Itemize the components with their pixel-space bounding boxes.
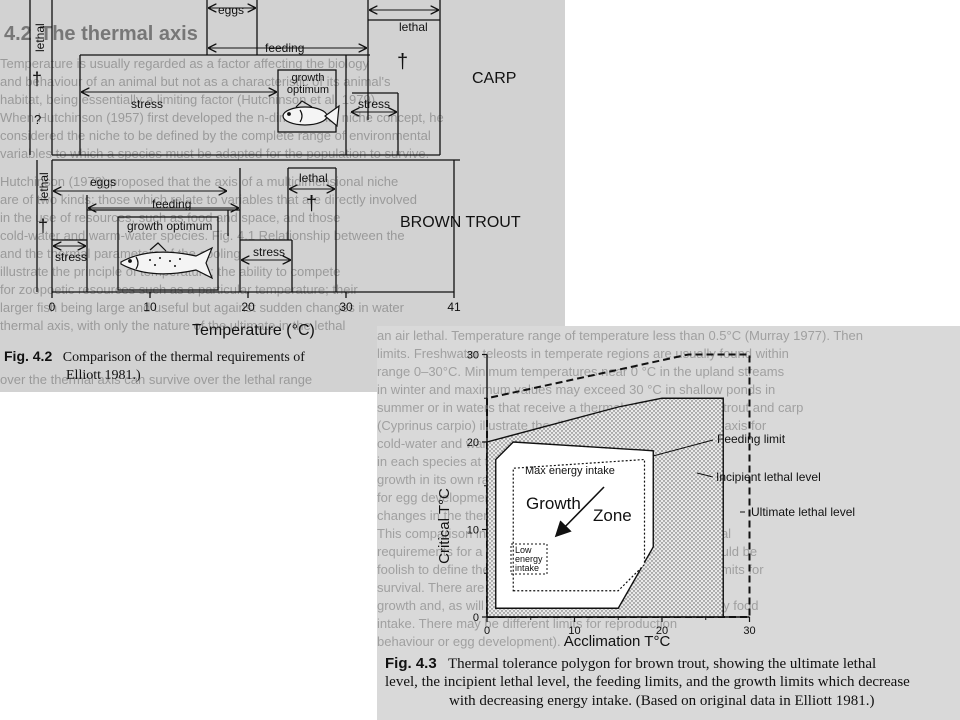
chart-ylabel: Critical T°C (436, 488, 453, 564)
trout-species-label: BROWN TROUT (400, 214, 521, 231)
carp-lethal-low-label: lethal (33, 23, 47, 52)
svg-text:for egg development.: for egg development. (377, 490, 499, 505)
svg-text:intake. There may be different: intake. There may be different limits fo… (377, 616, 677, 631)
carp-species-label: CARP (472, 70, 516, 87)
callout-lines (652, 439, 745, 513)
svg-text:range 0–30°C. Minimum temperat: range 0–30°C. Minimum temperatures near … (377, 364, 785, 379)
axis-tick-10: 10 (143, 300, 157, 314)
trout-lethal-low-label: lethal (37, 172, 51, 201)
axis-tick-20: 20 (241, 300, 255, 314)
y-tick-label-10: 10 (467, 525, 479, 537)
svg-text:Hutchinson (1978) proposed tha: Hutchinson (1978) proposed that the axis… (0, 174, 398, 189)
trout-lethal-high-label: lethal (299, 171, 328, 185)
svg-text:are of two kinds: those which: are of two kinds: those which relate to … (0, 192, 417, 207)
svg-text:Temperature is usually regarde: Temperature is usually regarded as a fac… (0, 56, 370, 71)
axis-label: Temperature (°C) (192, 322, 315, 339)
svg-text:in winter and maximum values m: in winter and maximum values may exceed … (377, 382, 775, 397)
figure-4-2-page: Temperature is usually regarded as a fac… (0, 0, 565, 392)
trout-eggs-label: eggs (90, 175, 116, 189)
fig-4-3-caption-label: Fig. 4.3 (385, 655, 437, 672)
svg-text:over the thermal axis can surv: over the thermal axis can survive over t… (0, 372, 312, 387)
fig-4-3-caption-line1: Thermal tolerance polygon for brown trou… (447, 656, 877, 672)
carp-lethal-high-dagger-icon: † (397, 51, 408, 73)
carp-growth-optimum-label: growth optimum (286, 72, 330, 96)
svg-text:considered the niche to be def: considered the niche to be defined by th… (0, 128, 431, 143)
polygon-growth-limit (512, 458, 646, 592)
fig-4-3-caption-line2: level, the incipient lethal level, the f… (385, 674, 910, 690)
tolerance-polygons (486, 353, 751, 618)
energy-arrow (554, 486, 605, 538)
carp-panel (29, 0, 441, 156)
temperature-axis (51, 291, 455, 298)
carp-arrows (82, 8, 438, 112)
label-max-energy: Max energy intake (525, 465, 615, 477)
carp-lethal-low-dagger-icon: † (32, 69, 42, 89)
axis-tick-0: 0 (49, 300, 56, 314)
svg-text:limits. Freshwater teleosts in: limits. Freshwater teleosts in temperate… (377, 346, 789, 361)
svg-text:thermal axis, with only the na: thermal axis, with only the nature of th… (0, 318, 346, 333)
label-growth: Growth (526, 494, 581, 513)
axis-tick-41: 41 (447, 300, 461, 314)
trout-arrows (54, 189, 334, 260)
svg-text:an air lethal. Temperature ran: an air lethal. Temperature range of temp… (377, 328, 863, 343)
label-feeding-limit: Feeding limit (717, 432, 786, 446)
background-text: Temperature is usually regarded as a fac… (0, 56, 444, 387)
axis-tick-30: 30 (339, 300, 353, 314)
header-section-title: The thermal axis (40, 23, 198, 45)
y-tick-label-30: 30 (467, 350, 479, 362)
y-tick-label-20: 20 (467, 437, 479, 449)
figure-4-2-diagram: Temperature is usually regarded as a fac… (0, 0, 521, 387)
carp-lethal-low-question: ? (34, 112, 41, 127)
label-ultimate-lethal: Ultimate lethal level (751, 505, 855, 519)
svg-text:behaviour or egg development).: behaviour or egg development). (377, 634, 561, 649)
figure-4-3-chart: an air lethal. Temperature range of temp… (377, 328, 863, 650)
trout-fish-icon (120, 242, 214, 280)
carp-eggs-label: eggs (218, 3, 244, 17)
trout-stress-low-label: stress (55, 250, 87, 264)
svg-text:cold-water and warm-water spec: cold-water and warm-water species. Fig. … (0, 228, 405, 243)
fig-4-3-caption-line3: with decreasing energy intake. (Based on… (449, 693, 875, 709)
chart-ticks: 0 10 20 30 0 10 20 30 (467, 350, 756, 638)
y-tick-label-0: 0 (473, 612, 479, 624)
carp-fish-icon (282, 100, 340, 128)
chart-xlabel: Acclimation T°C (564, 633, 671, 650)
x-tick-label-10: 10 (568, 625, 580, 637)
label-low-energy-1: Low (515, 545, 532, 555)
low-energy-box (510, 543, 548, 575)
svg-text:larger fish being large and us: larger fish being large and useful but a… (0, 300, 405, 315)
x-tick-label-30: 30 (743, 625, 755, 637)
label-incipient-lethal: Incipient lethal level (716, 470, 821, 484)
svg-text:summer or in waters that recei: summer or in waters that receive a therm… (377, 400, 803, 415)
x-tick-label-20: 20 (656, 625, 668, 637)
trout-stress-high-label: stress (253, 245, 285, 259)
header-section-number: 4.2 (4, 23, 32, 45)
label-zone: Zone (593, 506, 632, 525)
trout-lethal-low-dagger-icon: † (38, 216, 48, 236)
carp-stress-label: stress (131, 97, 163, 111)
figure-4-3-page: an air lethal. Temperature range of temp… (377, 326, 960, 720)
svg-text:variables to which a species m: variables to which a species must be ada… (0, 146, 429, 161)
x-tick-label-0: 0 (484, 625, 490, 637)
trout-lethal-high-dagger-icon: † (306, 193, 317, 215)
fig-4-2-caption: Fig. 4.2 Comparison of the thermal requi… (4, 347, 305, 367)
svg-text:and behaviour of an animal but: and behaviour of an animal but not as a … (0, 74, 391, 89)
fig-4-3-caption: Fig. 4.3 Thermal tolerance polygon for b… (385, 654, 876, 674)
fig-4-2-caption-text: Comparison of the thermal requirements o… (62, 350, 305, 365)
trout-growth-optimum-label: growth optimum (127, 219, 212, 233)
trout-feeding-label: feeding (152, 197, 191, 211)
carp-stress-high-label: stress (358, 97, 390, 111)
fig-4-2-caption-line2: Elliott 1981.) (66, 368, 141, 383)
carp-lethal-high-label: lethal (399, 20, 428, 34)
label-low-energy-2: energy (515, 554, 543, 564)
fig-4-2-caption-label: Fig. 4.2 (4, 348, 53, 364)
carp-feeding-label: feeding (265, 41, 304, 55)
label-low-energy-3: intake (515, 563, 539, 573)
